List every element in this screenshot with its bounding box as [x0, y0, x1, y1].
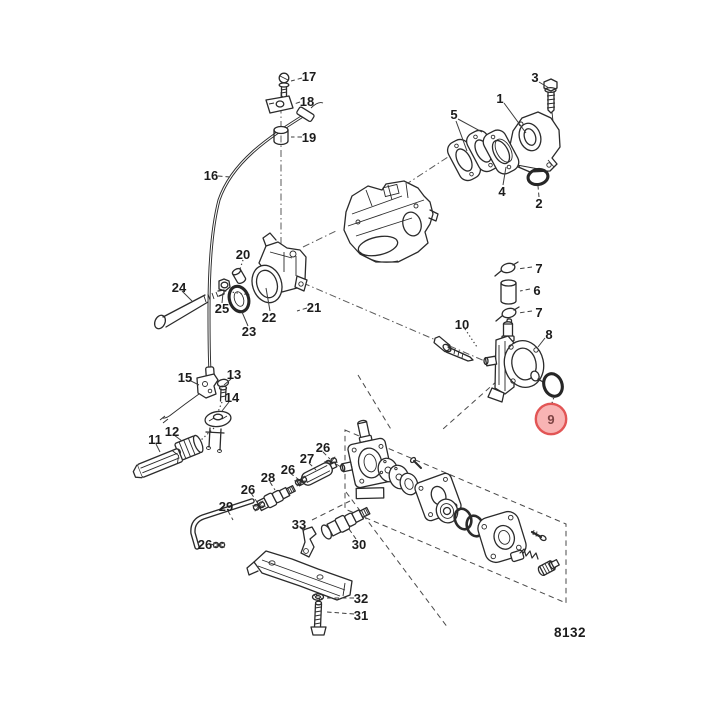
part-label-26a: 26 — [316, 440, 330, 455]
part-label-21: 21 — [307, 300, 321, 315]
part-spacer-4 — [482, 129, 520, 175]
part-label-26b: 26 — [281, 462, 295, 477]
part-label-28: 28 — [261, 470, 275, 485]
part-label-23: 23 — [242, 324, 256, 339]
part-label-26d: 26 — [198, 537, 212, 552]
part-washer-32 — [311, 593, 325, 601]
part-label-9-highlighted[interactable]: 9 — [547, 412, 554, 427]
part-clamp-26c — [252, 500, 266, 512]
part-clamp-26b — [294, 475, 308, 487]
part-label-29: 29 — [219, 499, 233, 514]
part-label-6: 6 — [533, 283, 540, 298]
part-label-18: 18 — [300, 94, 314, 109]
detail-plug — [537, 559, 560, 577]
part-label-8: 8 — [545, 327, 552, 342]
part-screw-13 — [216, 378, 230, 402]
part-cam-14 — [204, 410, 232, 453]
part-label-4: 4 — [498, 184, 506, 199]
part-bolt-3 — [543, 78, 558, 114]
part-clip-7a — [494, 261, 519, 277]
part-labels: 1 3 5 4 2 7 6 7 8 10 9 17 18 19 16 20 24… — [148, 69, 554, 623]
part-connector-28 — [256, 485, 296, 512]
part-label-20: 20 — [236, 247, 250, 262]
part-label-2: 2 — [535, 196, 542, 211]
part-fuel-pump-8 — [483, 321, 545, 403]
part-hose-29 — [190, 498, 255, 550]
part-seal-23 — [227, 284, 251, 314]
part-bolt-31 — [310, 600, 327, 636]
part-label-12: 12 — [165, 424, 179, 439]
part-label-26c: 26 — [241, 482, 255, 497]
part-gasket-5a — [446, 138, 482, 182]
part-label-30: 30 — [352, 537, 366, 552]
part-elbow-22 — [251, 232, 308, 304]
detail-spring — [519, 548, 539, 560]
part-plug-20 — [231, 267, 247, 285]
part-label-27: 27 — [300, 451, 314, 466]
part-screw-17 — [278, 72, 290, 99]
part-label-7a: 7 — [535, 261, 542, 276]
part-label-24: 24 — [172, 280, 187, 295]
part-label-1: 1 — [496, 91, 503, 106]
part-label-11: 11 — [148, 432, 162, 447]
part-label-16: 16 — [204, 168, 218, 183]
fuel-line-bracket — [246, 550, 353, 601]
part-clamp-26d — [212, 541, 226, 549]
part-connector-30 — [320, 506, 371, 540]
part-label-32: 32 — [354, 591, 368, 606]
carburetor-body — [343, 180, 439, 263]
part-label-25: 25 — [215, 301, 229, 316]
diagram-code: 8132 — [554, 625, 586, 640]
detail-diaphragm-round — [435, 498, 459, 524]
leader-lines — [155, 77, 555, 615]
part-label-31: 31 — [354, 608, 368, 623]
part-label-19: 19 — [302, 130, 316, 145]
part-label-15: 15 — [178, 370, 192, 385]
part-bracket-15 — [159, 373, 219, 424]
detail-cover-screw — [530, 529, 547, 542]
part-label-33: 33 — [292, 517, 306, 532]
highlight-annotation[interactable] — [534, 402, 568, 436]
part-pin-11 — [132, 448, 184, 479]
part-label-3: 3 — [531, 70, 538, 85]
part-label-10: 10 — [455, 317, 469, 332]
detail-diaphragm-discs — [377, 456, 422, 496]
part-label-22: 22 — [262, 310, 276, 325]
part-plunger-6 — [500, 279, 517, 305]
part-oring-9 — [542, 372, 564, 398]
detail-pump-cover — [477, 510, 527, 564]
part-rod-24 — [153, 289, 225, 330]
part-plate-18 — [265, 95, 294, 114]
part-screw-10 — [433, 335, 474, 362]
part-label-17: 17 — [302, 69, 316, 84]
part-label-13: 13 — [227, 367, 241, 382]
part-oring-2 — [526, 167, 550, 187]
part-label-5: 5 — [450, 107, 457, 122]
part-label-14: 14 — [225, 390, 240, 405]
part-grommet-19 — [273, 125, 289, 146]
part-bracket-33 — [300, 526, 317, 558]
part-nut-25 — [218, 278, 231, 292]
part-label-7b: 7 — [535, 305, 542, 320]
